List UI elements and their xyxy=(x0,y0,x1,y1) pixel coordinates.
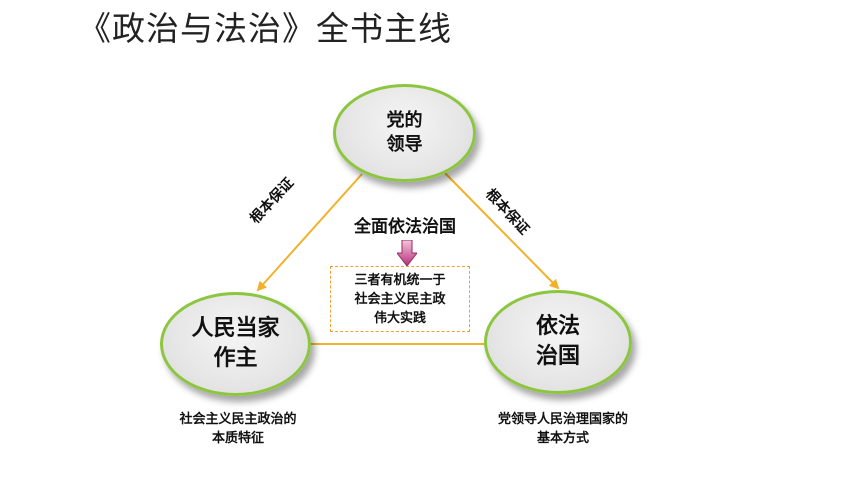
node-right-label: 依法 治国 xyxy=(535,314,580,369)
down-arrow-icon xyxy=(397,240,417,266)
edge-top-to-right xyxy=(443,171,560,290)
page-title: 《政治与法治》全书主线 xyxy=(78,9,452,48)
node-people-as-masters: 人民当家 作主 xyxy=(160,292,311,396)
center-summary-text: 三者有机统一于 社会主义民主政 伟大实践 xyxy=(354,272,446,326)
caption-right: 党领导人民治理国家的 基本方式 xyxy=(497,412,628,446)
center-title: 全面依法治国 xyxy=(354,217,456,237)
center-summary-box: 三者有机统一于 社会主义民主政 伟大实践 xyxy=(330,266,470,332)
caption-left: 社会主义民主政治的 本质特征 xyxy=(179,412,297,446)
node-party-leadership: 党的 领导 xyxy=(333,84,476,182)
node-left-label: 人民当家 作主 xyxy=(191,316,280,371)
node-rule-of-law: 依法 治国 xyxy=(484,290,632,394)
edge-top-to-left xyxy=(256,173,363,292)
node-top-label: 党的 领导 xyxy=(386,110,423,155)
